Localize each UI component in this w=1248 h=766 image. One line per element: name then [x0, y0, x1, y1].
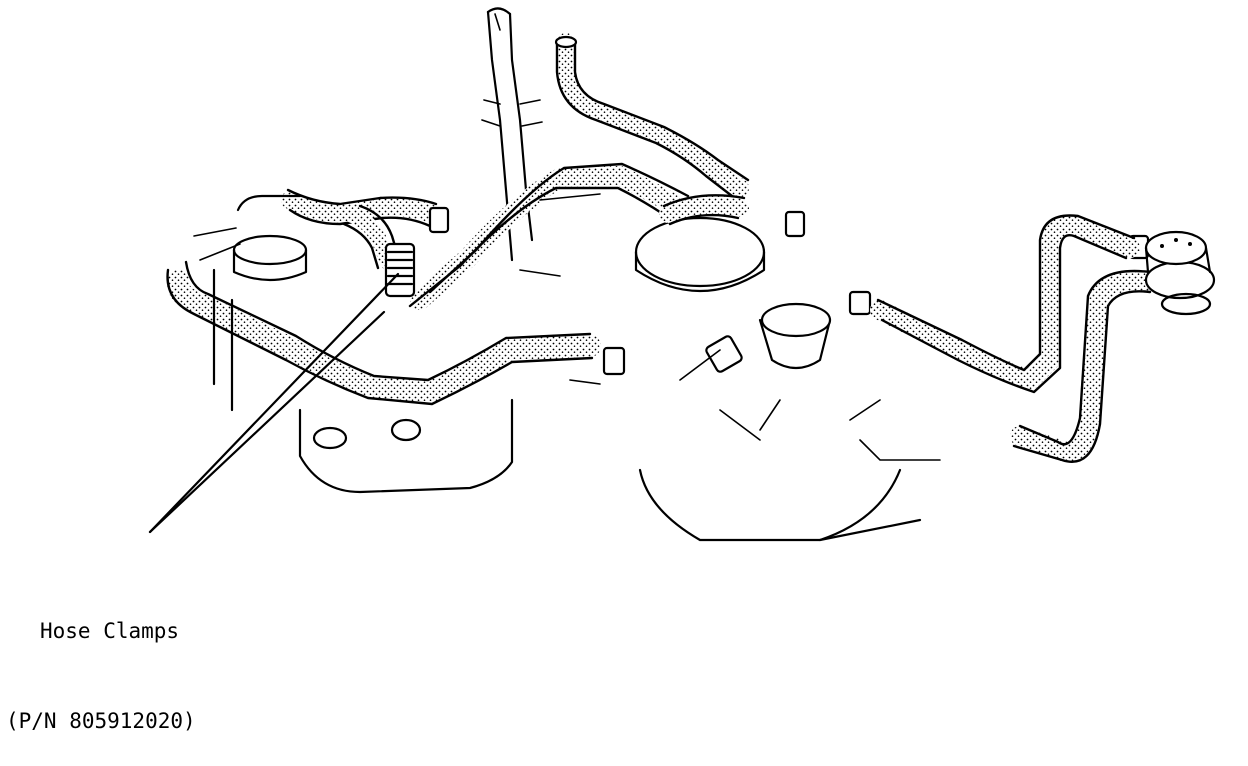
hose-clamps-callout: Hose Clamps (P/N 805912020): [6, 556, 196, 766]
hose-clamps: [384, 206, 1150, 376]
expansion-tank-cap: [1144, 230, 1216, 316]
left-hose-cluster: [281, 188, 441, 270]
callout-leader-lines: [148, 272, 400, 534]
main-lower-hose: [166, 260, 601, 406]
engine-block: [298, 193, 941, 542]
callout-part-number: (P/N 805912020): [6, 709, 196, 733]
upper-vent-hose: [554, 33, 750, 198]
reservoir-cap: [634, 194, 766, 292]
air-box: [193, 194, 308, 412]
right-return-hose: [1010, 269, 1160, 463]
oil-filter: [705, 302, 832, 373]
right-hose: [870, 214, 1140, 394]
engine-hose-diagram: [148, 7, 1216, 542]
callout-label: Hose Clamps: [40, 619, 180, 643]
crossover-hose: [408, 162, 690, 310]
